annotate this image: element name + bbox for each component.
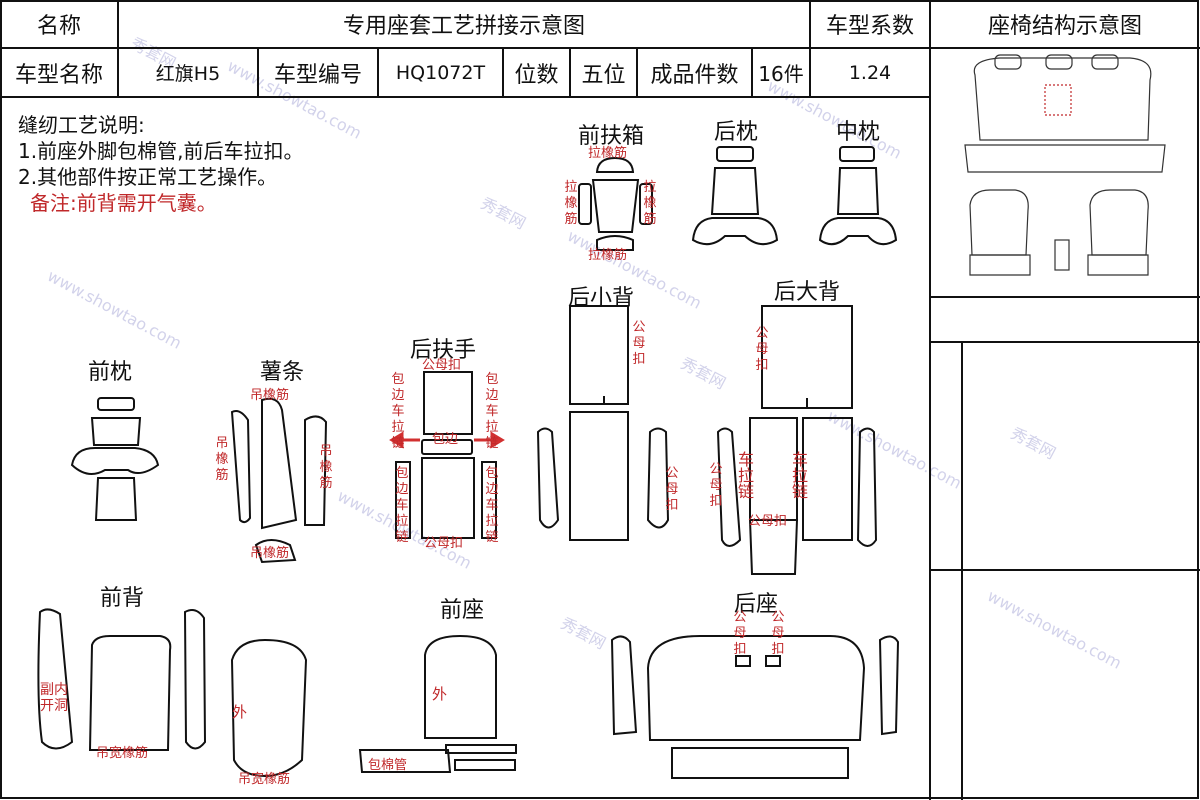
front-back-wide-band: 吊宽橡筋 [96, 746, 149, 761]
pieces-value: 16件 [758, 62, 804, 86]
section-front-seat: 前座 [440, 598, 485, 623]
name-label: 名称 [36, 14, 81, 39]
front-box-pull-band-left: 拉橡筋 [564, 180, 578, 227]
section-mid-head: 中枕 [836, 120, 881, 145]
notes-remark: 备注:前背需开气囊。 [30, 191, 217, 215]
edge-arrows [389, 431, 505, 449]
seat-structure-sketch [964, 54, 1166, 276]
section-rear-big-back: 后大背 [774, 280, 841, 305]
rear-big-back-car-zip-right: 车拉链 [792, 450, 809, 501]
rear-arm-pieces [395, 371, 497, 539]
front-box-pull-band-right: 拉橡筋 [643, 180, 657, 227]
notes-line-1: 1.前座外脚包棉管,前后车拉扣。 [18, 139, 304, 163]
section-front-box: 前扶箱 [578, 124, 645, 149]
rear-arm-edge-zip-right: 包边车拉链 [485, 372, 499, 451]
section-rear-small-back: 后小背 [568, 286, 635, 311]
notes-line-2: 2.其他部件按正常工艺操作。 [18, 165, 278, 189]
section-rear-arm: 后扶手 [410, 338, 477, 363]
strip-hang-band-left: 吊橡筋 [215, 436, 229, 483]
section-front-head: 前枕 [88, 360, 133, 385]
front-back-wide-band-2: 吊宽橡筋 [238, 772, 291, 787]
front-box-pieces [578, 156, 653, 251]
rear-arm-edge-zip-lower-left: 包边车拉链 [395, 466, 409, 545]
section-front-back: 前背 [100, 586, 145, 611]
notes-heading: 缝纫工艺说明: [18, 113, 145, 137]
rear-big-back-car-zip-left: 车拉链 [738, 450, 755, 501]
section-strip: 薯条 [260, 360, 305, 385]
coef-value: 1.24 [848, 61, 892, 84]
strip-hang-band-bottom: 吊橡筋 [250, 546, 290, 561]
rear-seat-pieces [610, 635, 900, 779]
front-back-inner-hole: 副内开洞 [40, 682, 68, 714]
page-title: 专用座套工艺拼接示意图 [342, 14, 585, 39]
section-rear-seat: 后座 [734, 592, 779, 617]
strip-pieces [230, 397, 328, 564]
section-rear-head: 后枕 [714, 120, 759, 145]
model-name-label: 车型名称 [14, 62, 103, 88]
model-no-value: HQ1072T [395, 61, 486, 84]
front-head-pieces [70, 397, 160, 521]
mid-head-pieces [818, 146, 898, 246]
rear-small-back-pieces [536, 305, 670, 541]
pieces-label: 成品件数 [650, 62, 739, 88]
front-box-pull-band-bottom: 拉橡筋 [588, 248, 628, 263]
rear-seat-buckle-left: 公母扣 [733, 610, 747, 657]
front-seat-outer: 外 [432, 685, 448, 703]
rear-big-back-buckle-left: 公母扣 [709, 462, 723, 509]
rear-big-back-buckle-bottom: 公母扣 [748, 514, 788, 529]
model-no-label: 车型编号 [273, 62, 362, 88]
seats-value: 五位 [581, 62, 626, 88]
rear-small-back-buckle-side: 公母扣 [665, 466, 679, 513]
rear-big-back-buckle-top: 公母扣 [755, 326, 769, 373]
rear-big-back-pieces [716, 305, 878, 575]
sewing-notes: 缝纫工艺说明: 1.前座外脚包棉管,前后车拉扣。 2.其他部件按正常工艺操作。 … [18, 112, 303, 216]
rear-seat-buckle-right: 公母扣 [771, 610, 785, 657]
rear-arm-buckle-bottom: 公母扣 [424, 536, 464, 551]
front-box-pull-band-top: 拉橡筋 [588, 146, 628, 161]
rear-head-pieces [691, 146, 779, 246]
coef-label: 车型系数 [825, 14, 914, 39]
structure-label: 座椅结构示意图 [987, 14, 1142, 39]
front-seat-pieces [358, 634, 517, 773]
strip-hang-band-top: 吊橡筋 [250, 388, 290, 403]
rear-arm-buckle-top: 公母扣 [422, 358, 462, 373]
rear-arm-edge-zip-left: 包边车拉链 [391, 372, 405, 451]
front-seat-cotton-tube: 包棉管 [368, 758, 408, 773]
front-back-outer: 外 [232, 703, 248, 721]
front-back-pieces [37, 608, 308, 778]
model-name-value: 红旗H5 [155, 63, 221, 85]
rear-arm-edge-zip-lower-right: 包边车拉链 [485, 466, 499, 545]
seats-label: 位数 [514, 62, 559, 88]
strip-hang-band-right: 吊橡筋 [319, 444, 333, 491]
rear-small-back-buckle-top: 公母扣 [632, 320, 646, 367]
rear-arm-edge: 包边 [432, 432, 459, 447]
